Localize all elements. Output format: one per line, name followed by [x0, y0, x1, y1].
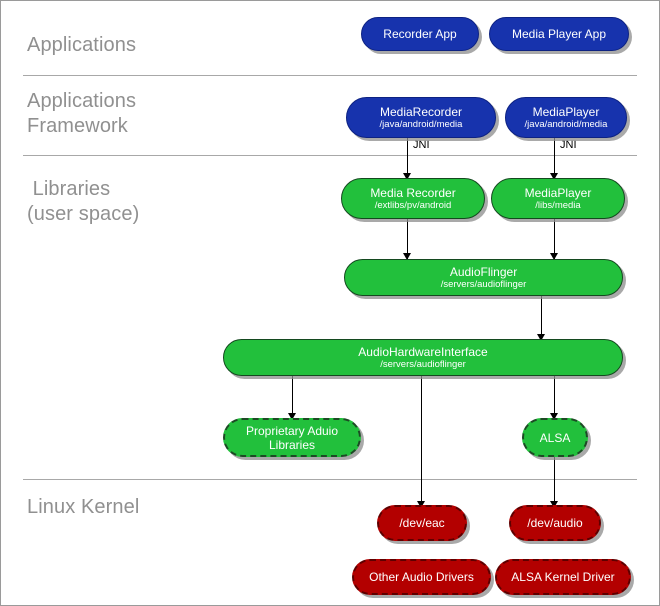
divider-libraries [23, 479, 637, 480]
node-mediaplayer-framework-title: MediaPlayer [532, 105, 600, 119]
node-dev-eac-title: /dev/eac [399, 516, 445, 530]
node-audiohardwareinterface-path: /servers/audioflinger [380, 359, 466, 370]
node-proprietary-audio-libraries-subtitle: Libraries [268, 437, 316, 452]
connector-mediarecorder-jni [407, 138, 408, 178]
node-proprietary-audio-libraries-title: Proprietary Aduio [245, 423, 339, 438]
node-dev-audio[interactable]: /dev/audio [509, 505, 601, 541]
node-audioflinger-path: /servers/audioflinger [440, 279, 527, 290]
node-mediarecorder-framework-path: /java/android/media [379, 119, 463, 130]
node-alsa-kernel-driver[interactable]: ALSA Kernel Driver [495, 559, 631, 595]
node-media-player-library-title: MediaPlayer [524, 186, 592, 200]
connector-ahi-deveac [421, 376, 422, 506]
connector-ahi-alsa [554, 376, 555, 418]
node-media-recorder-library[interactable]: Media Recorder /extlibs/pv/android [341, 178, 485, 219]
layer-label-libraries: Libraries (user space) [27, 178, 140, 225]
node-proprietary-audio-libraries[interactable]: Proprietary Aduio Libraries [223, 418, 361, 457]
arrowhead-audioflinger-audiohardwareinterface [537, 334, 545, 341]
node-media-player-app[interactable]: Media Player App [489, 17, 629, 51]
node-audioflinger-title: AudioFlinger [449, 265, 518, 279]
node-audiohardwareinterface[interactable]: AudioHardwareInterface /servers/audiofli… [223, 339, 623, 376]
connector-mediaplayer-jni [554, 138, 555, 178]
node-dev-audio-title: /dev/audio [527, 516, 583, 530]
node-media-player-library[interactable]: MediaPlayer /libs/media [491, 178, 625, 219]
connector-mediaplayerlib-audioflinger [554, 219, 555, 259]
node-recorder-app-title: Recorder App [383, 27, 457, 41]
connector-alsa-devaudio [554, 457, 555, 507]
node-media-recorder-library-title: Media Recorder [370, 186, 456, 200]
arrowhead-mediaplayer-jni [550, 173, 558, 180]
node-audiohardwareinterface-title: AudioHardwareInterface [358, 345, 488, 359]
node-other-audio-drivers[interactable]: Other Audio Drivers [352, 559, 491, 595]
layer-label-applications-framework: Applications Framework [27, 90, 137, 137]
connector-audioflinger-audiohardwareinterface [541, 296, 542, 340]
node-mediarecorder-framework[interactable]: MediaRecorder /java/android/media [346, 97, 496, 138]
node-alsa-title: ALSA [539, 430, 571, 445]
divider-applications [23, 75, 637, 76]
divider-applications-framework [23, 155, 637, 156]
arrowhead-mediarecorderlib-audioflinger [403, 253, 411, 260]
node-audioflinger[interactable]: AudioFlinger /servers/audioflinger [344, 259, 623, 296]
layer-label-linux-kernel: Linux Kernel [27, 496, 140, 518]
connector-label-jni-right: JNI [560, 139, 577, 151]
connector-ahi-proprietary [292, 376, 293, 418]
node-media-recorder-library-path: /extlibs/pv/android [374, 200, 452, 211]
node-recorder-app[interactable]: Recorder App [361, 17, 479, 51]
node-alsa-kernel-driver-title: ALSA Kernel Driver [511, 570, 615, 584]
node-mediaplayer-framework-path: /java/android/media [524, 119, 608, 130]
layer-label-applications: Applications [27, 34, 137, 56]
connector-label-jni-left: JNI [413, 139, 430, 151]
node-alsa[interactable]: ALSA [522, 418, 588, 457]
node-media-player-app-title: Media Player App [511, 27, 607, 41]
arrowhead-ahi-alsa [550, 413, 558, 420]
arrowhead-ahi-proprietary [288, 413, 296, 420]
arrowhead-mediarecorder-jni [403, 173, 411, 180]
connector-mediarecorderlib-audioflinger [407, 219, 408, 259]
arrowhead-mediaplayerlib-audioflinger [550, 253, 558, 260]
node-mediaplayer-framework[interactable]: MediaPlayer /java/android/media [505, 97, 627, 138]
node-other-audio-drivers-title: Other Audio Drivers [369, 570, 474, 584]
node-media-player-library-path: /libs/media [535, 200, 581, 211]
node-dev-eac[interactable]: /dev/eac [377, 505, 467, 541]
node-mediarecorder-framework-title: MediaRecorder [379, 105, 463, 119]
